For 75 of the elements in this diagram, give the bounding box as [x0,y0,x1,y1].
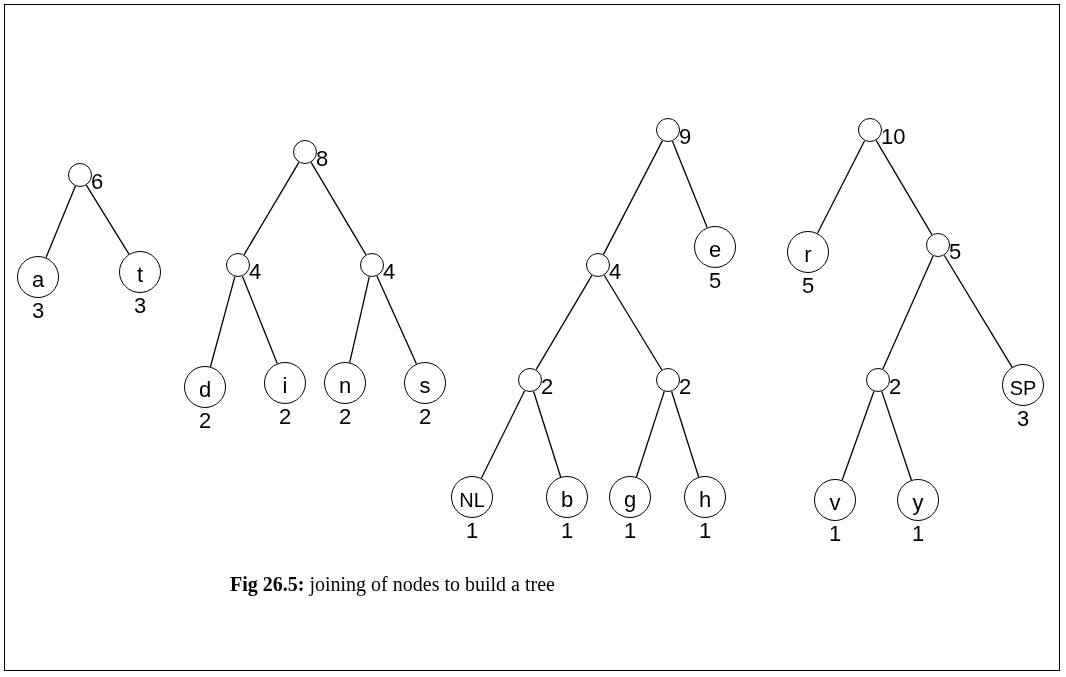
tree-edge [671,140,708,229]
weight-label: 2 [419,406,432,428]
tree-edge [881,390,912,481]
weight-label: 1 [466,520,479,542]
internal-node-circle [586,253,610,277]
tree-edge [532,390,562,478]
leaf-node-circle: SP [1002,364,1044,406]
leaf-node-circle: s [404,362,446,404]
tree-edge [535,274,593,371]
leaf-node-circle: g [609,476,651,518]
leaf-node-circle: e [694,226,736,268]
tree-edge [602,140,664,255]
internal-node-circle [518,368,542,392]
leaf-node-circle: a [17,256,59,298]
weight-label: 1 [699,520,712,542]
tree-edge [376,275,418,365]
tree-edge [209,275,236,368]
internal-node-circle [926,233,950,257]
leaf-node-circle: t [119,251,161,293]
leaf-node-circle: r [787,231,829,273]
internal-node-circle [866,368,890,392]
weight-label: 1 [624,520,637,542]
weight-label: 9 [679,126,692,148]
leaf-node-circle: h [684,476,726,518]
weight-label: 1 [912,523,925,545]
weight-label: 6 [91,171,104,193]
weight-label: 2 [679,376,692,398]
internal-node-circle [68,163,92,187]
internal-node-circle [226,253,250,277]
tree-edge [841,390,875,481]
internal-node-circle [360,253,384,277]
tree-edge [603,274,663,371]
tree-edge [943,254,1013,368]
tree-edge [670,390,700,478]
weight-label: 2 [199,410,212,432]
leaf-node-circle: y [897,479,939,521]
weight-label: 1 [829,523,842,545]
leaf-node-circle: d [184,366,226,408]
tree-edge [635,390,665,478]
leaf-node-circle: n [324,362,366,404]
weight-label: 1 [561,520,574,542]
weight-label: 5 [802,275,815,297]
leaf-node-circle: b [546,476,588,518]
weight-label: 5 [949,241,962,263]
tree-edge [816,140,866,234]
tree-edge [349,276,370,364]
weight-label: 2 [541,376,554,398]
internal-node-circle [656,118,680,142]
leaf-node-circle: i [264,362,306,404]
tree-edge [241,275,278,365]
weight-label: 4 [383,261,396,283]
tree-edge [480,390,526,479]
internal-node-circle [858,118,882,142]
weight-label: 5 [709,270,722,292]
weight-label: 2 [339,406,352,428]
weight-label: 3 [134,295,147,317]
weight-label: 3 [32,300,45,322]
tree-edge [243,161,300,256]
internal-node-circle [656,368,680,392]
internal-node-circle [293,140,317,164]
tree-edge [310,161,367,256]
tree-edge [85,184,130,255]
leaf-node-circle: v [814,479,856,521]
leaf-node-circle: NL [451,476,493,518]
tree-edge [875,139,933,236]
tree-edge [45,185,77,259]
weight-label: 10 [881,126,906,148]
figure-caption: Fig 26.5: joining of nodes to build a tree [230,573,555,596]
weight-label: 3 [1017,408,1030,430]
weight-label: 2 [279,406,292,428]
weight-label: 4 [609,261,622,283]
weight-label: 8 [316,148,329,170]
weight-label: 2 [889,376,902,398]
weight-label: 4 [249,261,262,283]
tree-edge [882,255,934,370]
